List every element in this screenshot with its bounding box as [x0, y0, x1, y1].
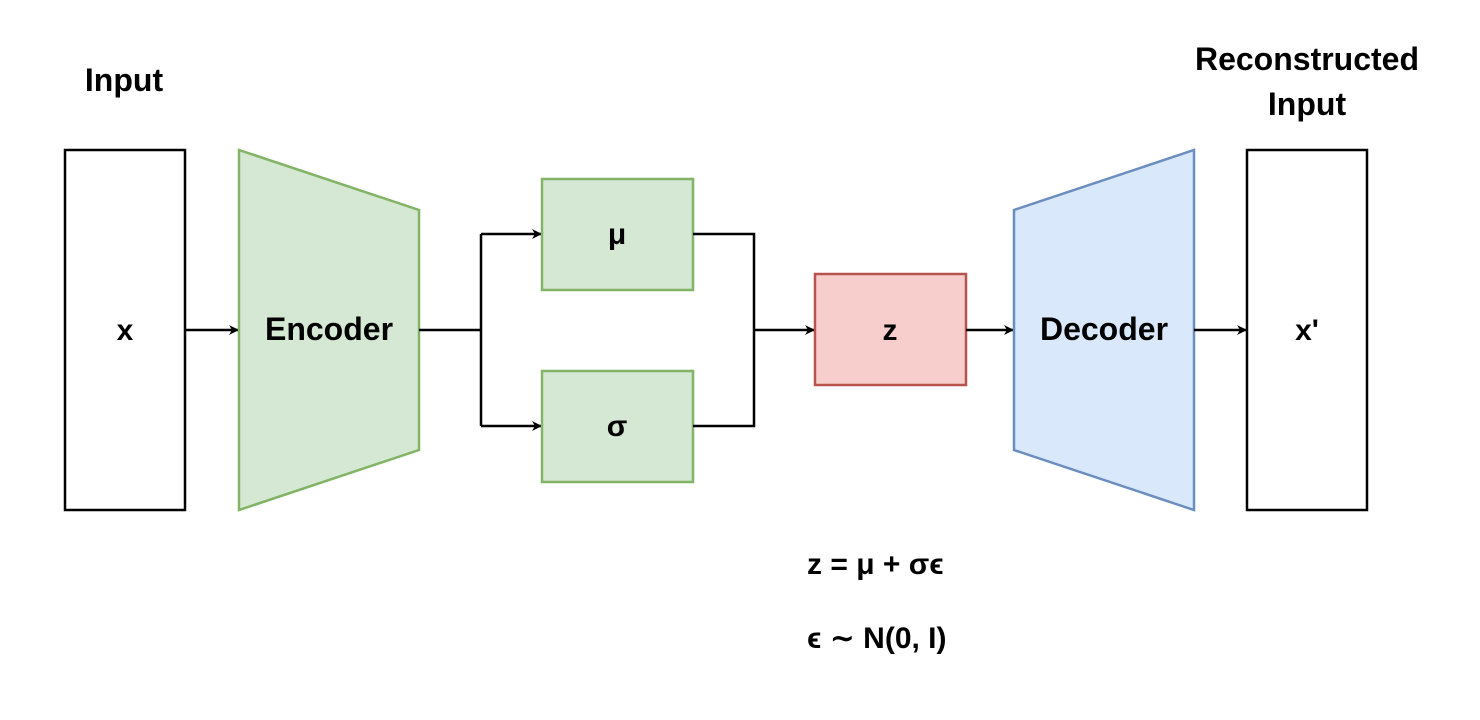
output-title-line1: Reconstructed: [1195, 41, 1419, 77]
decoder-block: [1012, 148, 1196, 512]
output-title-line2: Input: [1268, 86, 1347, 122]
merge-connector: [693, 232, 756, 428]
input-box: [63, 148, 187, 512]
encoder-split-connector: [419, 234, 483, 426]
input-x-label: x: [117, 314, 134, 347]
noise-distribution-equation: ϵ ∼ N(0, I): [807, 622, 947, 655]
decoder-label: Decoder: [1040, 311, 1168, 347]
mu-label: μ: [608, 218, 626, 251]
input-title: Input: [85, 62, 164, 98]
encoder-block: [237, 148, 421, 512]
sigma-label: σ: [607, 410, 628, 443]
z-label: z: [883, 314, 898, 347]
output-box: [1245, 148, 1369, 512]
reparameterization-equation: z = μ + σϵ: [807, 548, 944, 581]
encoder-label: Encoder: [265, 311, 393, 347]
sigma-box: [540, 369, 695, 484]
output-x-prime-label: x': [1295, 314, 1319, 347]
